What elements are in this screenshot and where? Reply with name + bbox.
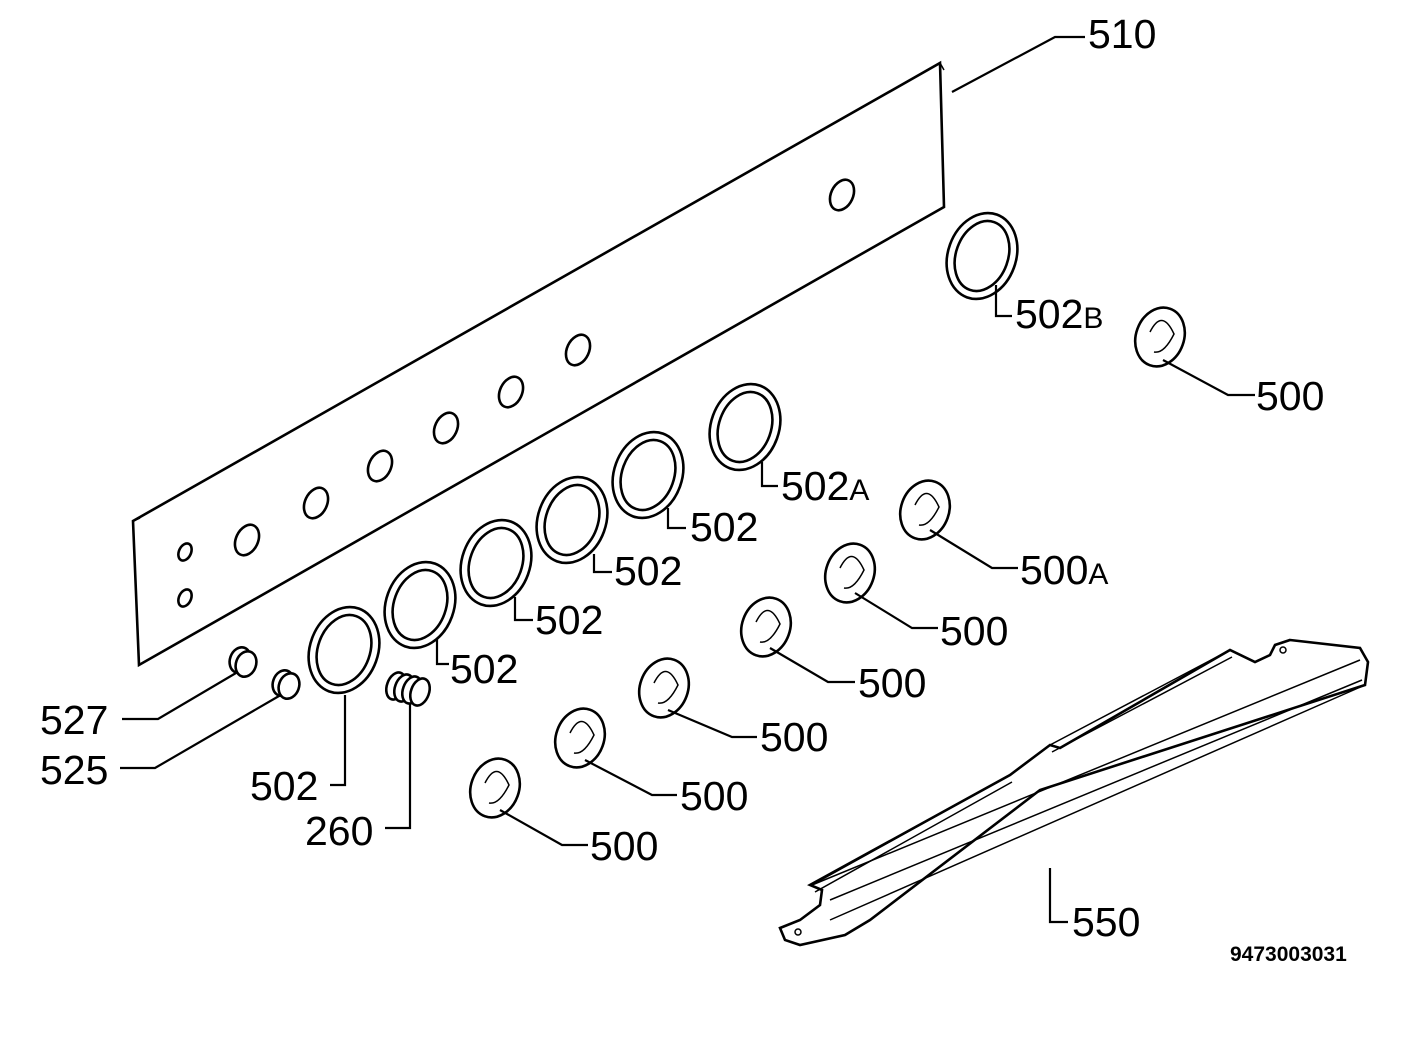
label-502a: 502A	[781, 463, 869, 509]
drawing-code: 9473003031	[1230, 943, 1347, 966]
control-panel-510	[131, 60, 946, 668]
label-502b-suffix: B	[1083, 302, 1103, 335]
ring-502-4	[383, 560, 457, 650]
label-500-top: 500	[1256, 373, 1324, 419]
label-500a: 500A	[1020, 547, 1108, 593]
label-525: 525	[40, 747, 108, 793]
bushing-527	[228, 646, 258, 678]
ring-502b	[945, 211, 1019, 301]
label-500-2: 500	[858, 660, 926, 706]
ring-502a	[708, 382, 782, 472]
label-260: 260	[305, 808, 373, 854]
leader-lines	[120, 35, 1255, 924]
label-500-1: 500	[940, 608, 1008, 654]
knob-500-5	[468, 757, 522, 819]
label-502a-suffix: A	[849, 474, 869, 507]
knob-500-1	[823, 542, 877, 604]
spring-260	[384, 671, 432, 707]
label-502-2: 502	[614, 548, 682, 594]
knob-500-4	[553, 707, 607, 769]
knob-500-2	[739, 596, 793, 658]
label-527: 527	[40, 697, 108, 743]
label-502-bottom: 502	[250, 763, 318, 809]
control-knobs	[468, 306, 1187, 819]
label-502-1: 502	[690, 504, 758, 550]
handle-550	[778, 638, 1370, 947]
label-510: 510	[1088, 11, 1156, 57]
label-502a-number: 502	[781, 463, 849, 509]
ring-502-3	[459, 518, 533, 608]
knob-500-3	[637, 657, 691, 719]
label-500-4: 500	[680, 773, 748, 819]
label-502-4: 502	[450, 646, 518, 692]
knob-500a	[898, 479, 952, 541]
label-550: 550	[1072, 899, 1140, 945]
label-500-5: 500	[590, 823, 658, 869]
label-502-3: 502	[535, 597, 603, 643]
label-500a-suffix: A	[1088, 558, 1108, 591]
ring-502-1	[611, 430, 685, 520]
label-500-3: 500	[760, 714, 828, 760]
bushing-525	[271, 669, 301, 700]
label-500a-number: 500	[1020, 547, 1088, 593]
label-502b: 502B	[1015, 291, 1103, 337]
label-502b-number: 502	[1015, 291, 1083, 337]
callout-labels: 510 502B 500 502A 502 502 502 502 500A 5…	[40, 11, 1347, 966]
knob-500-top	[1133, 306, 1187, 368]
bezel-rings	[307, 211, 1019, 695]
ring-502-5	[307, 605, 381, 695]
ring-502-2	[535, 475, 609, 565]
